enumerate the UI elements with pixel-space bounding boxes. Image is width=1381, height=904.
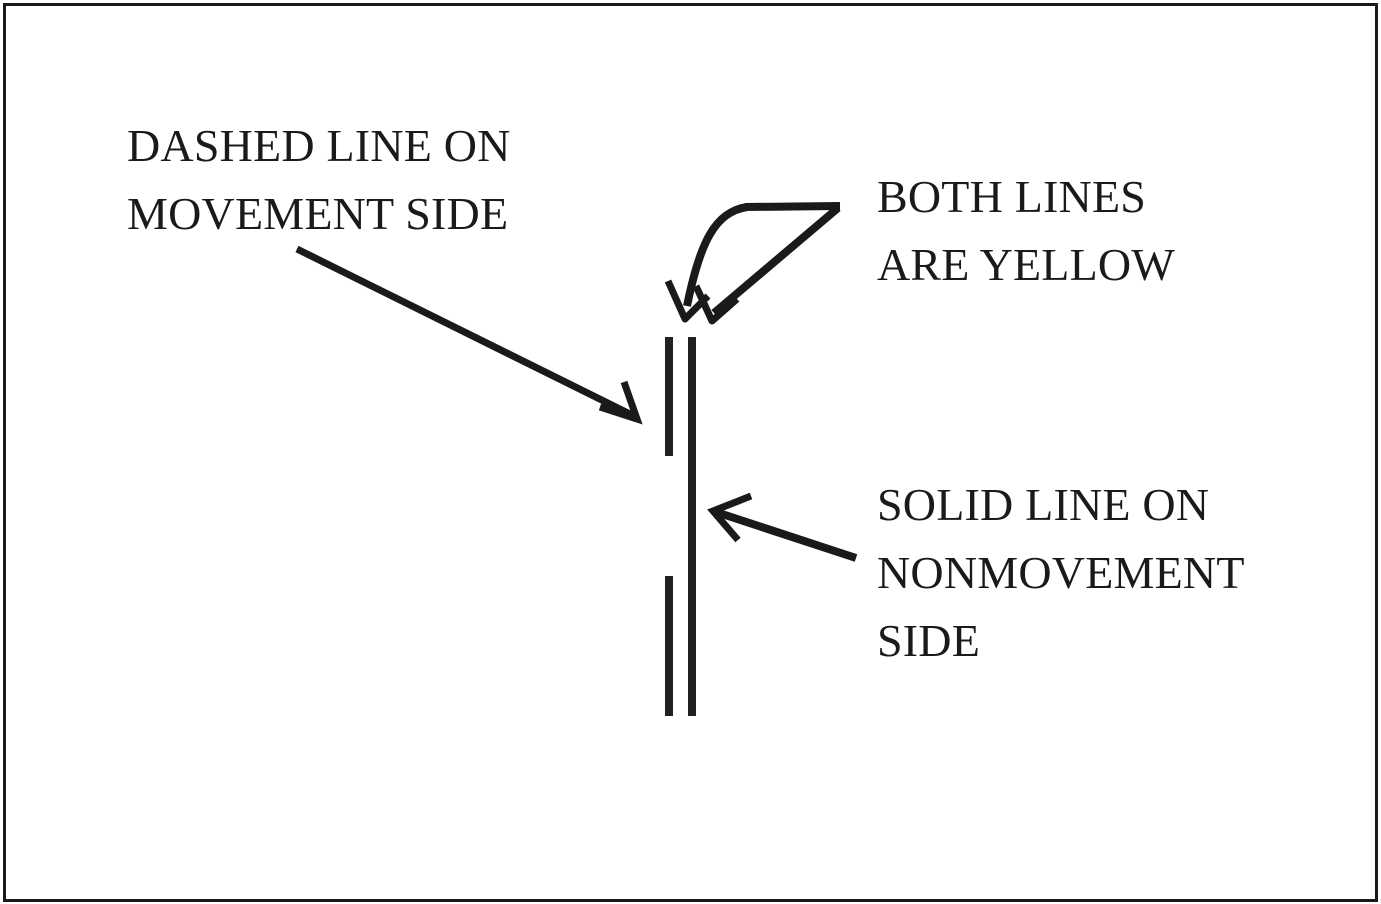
arrow-solid-label <box>707 492 858 562</box>
arrow-both-yellow-left-shaft <box>683 203 748 307</box>
diagram-border <box>3 3 1378 902</box>
arrow-dashed-label <box>295 245 643 425</box>
arrow-dashed-label-head <box>598 380 643 425</box>
solid-lane-line-segment-1 <box>688 337 696 716</box>
label-dashed-line-movement-side: DASHED LINE ON MOVEMENT SIDE <box>127 120 511 239</box>
arrow-solid-label-shaft <box>714 508 858 562</box>
dashed-lane-line <box>665 337 673 716</box>
arrow-dashed-label-shaft <box>295 245 636 420</box>
arrow-both-yellow-tail <box>744 202 841 211</box>
arrow-solid-label-head <box>707 492 753 543</box>
dashed-lane-line-segment-1 <box>665 337 673 456</box>
arrow-both-yellow-right-shaft <box>711 204 841 317</box>
label-solid-line-nonmovement-side: SOLID LINE ON NONMOVEMENT SIDE <box>877 479 1245 666</box>
solid-lane-line <box>688 337 696 716</box>
dashed-lane-line-segment-2 <box>665 576 673 716</box>
arrow-both-yellow-right-head <box>692 284 740 325</box>
arrow-both-yellow-group <box>664 202 841 325</box>
label-both-lines-are-yellow: BOTH LINES ARE YELLOW <box>877 171 1175 290</box>
